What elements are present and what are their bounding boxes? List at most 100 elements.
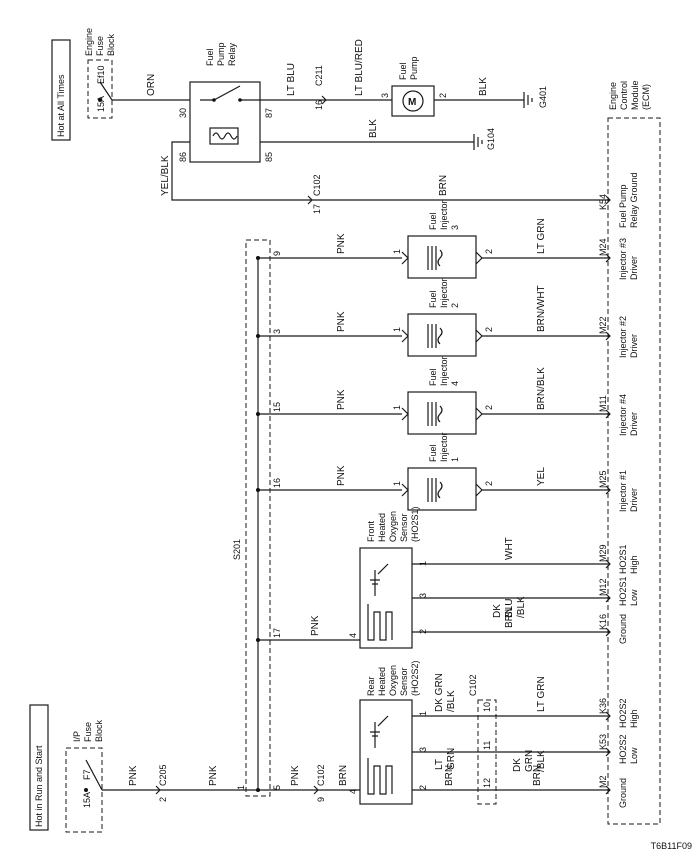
svg-text:15A: 15A	[82, 792, 92, 808]
svg-text:(HO2S1): (HO2S1)	[410, 506, 420, 542]
svg-text:LT BLU/RED: LT BLU/RED	[354, 39, 365, 96]
svg-text:Heated: Heated	[377, 667, 387, 696]
svg-text:Low: Low	[629, 589, 639, 606]
svg-text:GRN: GRN	[524, 750, 535, 772]
svg-text:Injector: Injector	[439, 432, 449, 462]
ip-fuse-block: I/P Fuse Block 15A F7	[65, 719, 104, 833]
svg-text:DK: DK	[512, 758, 523, 772]
splice-s201: S201	[232, 239, 271, 797]
svg-text:LT GRN: LT GRN	[536, 676, 547, 712]
svg-text:1: 1	[392, 481, 402, 486]
svg-text:2: 2	[158, 797, 168, 802]
svg-text:/BLK: /BLK	[516, 596, 527, 618]
svg-text:1: 1	[392, 327, 402, 332]
svg-text:Heated: Heated	[377, 513, 387, 542]
svg-text:M22: M22	[598, 316, 608, 334]
svg-text:87: 87	[264, 108, 274, 118]
svg-text:Relay: Relay	[227, 42, 237, 66]
injector-2: PNK 1 2 Fuel Injector 2 BRN/WHT M22 Inje…	[256, 278, 639, 358]
svg-text:BLK: BLK	[478, 77, 489, 96]
svg-text:1: 1	[418, 711, 428, 716]
svg-text:K53: K53	[598, 734, 608, 750]
svg-text:M11: M11	[598, 395, 608, 412]
svg-text:C205: C205	[158, 764, 168, 786]
svg-text:HO2S1: HO2S1	[618, 544, 628, 574]
svg-text:Ground: Ground	[618, 614, 628, 644]
svg-text:4: 4	[450, 381, 460, 386]
svg-text:I/P: I/P	[72, 731, 82, 742]
svg-text:PNK: PNK	[128, 765, 139, 786]
svg-text:/BLK: /BLK	[536, 750, 547, 772]
svg-text:(HO2S2): (HO2S2)	[410, 660, 420, 696]
injector-3: PNK 1 2 Fuel Injector 3 LT GRN M24 Injec…	[256, 200, 639, 280]
injector-1: PNK 1 2 Fuel Injector 1 YEL M25 Injector…	[256, 432, 639, 512]
svg-text:Injector #4: Injector #4	[618, 394, 628, 436]
svg-text:G401: G401	[538, 86, 548, 108]
svg-text:Injector: Injector	[439, 356, 449, 386]
svg-text:C102: C102	[316, 764, 326, 786]
svg-text:Injector #1: Injector #1	[618, 470, 628, 512]
svg-text:M29: M29	[598, 544, 608, 562]
svg-text:16: 16	[314, 100, 324, 110]
svg-text:4: 4	[348, 789, 358, 794]
svg-text:(ECM): (ECM)	[641, 84, 651, 110]
svg-text:Module: Module	[630, 80, 640, 110]
svg-text:K36: K36	[598, 698, 608, 714]
svg-text:9: 9	[272, 251, 282, 256]
svg-text:Engine: Engine	[84, 28, 94, 56]
drawing-code: T6B11F09	[650, 841, 692, 851]
svg-text:Fuse: Fuse	[95, 36, 105, 56]
svg-text:Fuse: Fuse	[83, 722, 93, 742]
svg-text:2: 2	[484, 249, 494, 254]
svg-text:LT: LT	[434, 759, 445, 770]
svg-text:2: 2	[418, 785, 428, 790]
svg-text:Oxygen: Oxygen	[388, 665, 398, 696]
svg-text:Fuel: Fuel	[398, 62, 408, 80]
svg-text:1: 1	[236, 785, 246, 790]
svg-text:Rear: Rear	[366, 676, 376, 696]
svg-text:Relay Ground: Relay Ground	[629, 172, 639, 228]
svg-text:High: High	[629, 555, 639, 574]
svg-text:86: 86	[178, 152, 188, 162]
svg-text:M: M	[408, 97, 416, 108]
svg-text:Fuel: Fuel	[428, 368, 438, 386]
svg-text:Front: Front	[366, 520, 376, 542]
svg-text:M2: M2	[598, 775, 608, 788]
svg-text:Oxygen: Oxygen	[388, 511, 398, 542]
svg-text:Pump: Pump	[216, 42, 226, 66]
svg-text:Pump: Pump	[409, 56, 419, 80]
svg-text:BRN: BRN	[444, 765, 455, 786]
injector-4: PNK 1 2 Fuel Injector 4 BRN/BLK M11 Inje…	[256, 356, 639, 436]
svg-text:PNK: PNK	[290, 765, 301, 786]
svg-text:Fuel: Fuel	[428, 290, 438, 308]
svg-text:BLU: BLU	[504, 599, 515, 618]
svg-text:F7: F7	[82, 769, 92, 780]
svg-text:High: High	[629, 709, 639, 728]
svg-text:PNK: PNK	[336, 465, 347, 486]
svg-text:Ef10: Ef10	[96, 65, 106, 84]
svg-text:9: 9	[316, 797, 326, 802]
svg-text:3: 3	[272, 329, 282, 334]
ground-g104: G104	[473, 128, 496, 150]
svg-text:4: 4	[348, 633, 358, 638]
svg-text:2: 2	[484, 327, 494, 332]
svg-text:15A: 15A	[96, 96, 106, 112]
svg-text:Injector #3: Injector #3	[618, 238, 628, 280]
ground-g401: G401	[523, 86, 548, 108]
svg-text:BRN/WHT: BRN/WHT	[536, 285, 547, 332]
svg-text:15: 15	[272, 402, 282, 412]
svg-text:85: 85	[264, 152, 274, 162]
svg-text:WHT: WHT	[504, 537, 515, 560]
svg-text:3: 3	[450, 225, 460, 230]
svg-text:M12: M12	[598, 578, 608, 596]
svg-text:12: 12	[482, 778, 492, 788]
engine-fuse-block: Engine Fuse Block 15A Ef10	[84, 28, 116, 119]
svg-text:2: 2	[484, 481, 494, 486]
svg-text:PNK: PNK	[208, 765, 219, 786]
svg-text:Driver: Driver	[629, 256, 639, 280]
svg-text:1: 1	[450, 457, 460, 462]
svg-text:K54: K54	[598, 194, 608, 210]
svg-text:2: 2	[438, 93, 448, 98]
svg-text:S201: S201	[232, 539, 242, 560]
